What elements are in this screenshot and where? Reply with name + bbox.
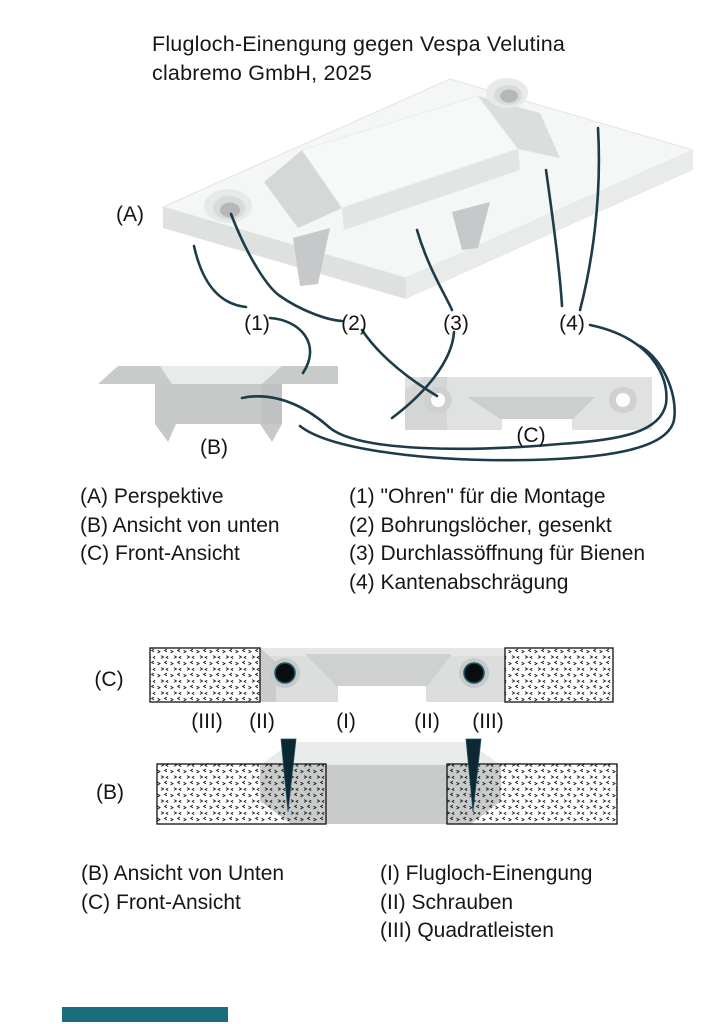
- callout-4: (4): [559, 312, 585, 335]
- label-front-view: (C): [516, 424, 545, 447]
- center-block-front-face: [342, 149, 520, 230]
- bottom-view-side-shade: [262, 384, 282, 424]
- section-b-top-band: [260, 742, 501, 765]
- title-line-1: Flugloch-Einengung gegen Vespa Velutina: [152, 32, 566, 56]
- leader-edge-to-4: [578, 126, 601, 312]
- legend-item-front-view: (C) Front-Ansicht: [80, 542, 240, 565]
- bottom-view-body: [155, 384, 282, 442]
- bottom-view-recess: [160, 366, 282, 384]
- section-c-top-band: [260, 648, 505, 656]
- part-label-III-right: (III): [472, 710, 504, 733]
- legend-item-entrance-reducer: (I) Flugloch-Einengung: [380, 862, 593, 885]
- section-c-batten-left: [149, 647, 261, 703]
- section-c-screw-left: [274, 662, 296, 684]
- legend-item-front-view-2: (C) Front-Ansicht: [81, 890, 241, 914]
- callout-3: (3): [443, 312, 469, 335]
- left-bore-hole: [220, 202, 240, 218]
- part-label-I: (I): [336, 710, 356, 733]
- section-b-batten-left: [156, 763, 327, 825]
- label-perspective-view: (A): [116, 203, 144, 226]
- bottom-view-figure: [98, 366, 338, 442]
- section-c-bee-notch: [338, 686, 426, 702]
- section-c-screw-right: [463, 662, 485, 684]
- legend-item-perspective: (A) Perspektive: [80, 485, 224, 508]
- footer-bar: [62, 1007, 228, 1022]
- section-bottom-view: [156, 738, 618, 825]
- section-c-left-chamfer: [260, 648, 276, 702]
- section-c-batten-right: [504, 647, 614, 703]
- front-view-figure: [405, 377, 652, 430]
- legend-item-square-battens: (III) Quadratleisten: [380, 919, 554, 942]
- legend-item-edge-chamfer: (4) Kantenabschrägung: [349, 570, 569, 594]
- center-block-left-chamfer: [264, 150, 342, 228]
- leader-hole-to-2: [229, 212, 344, 323]
- label-bottom-view: (B): [200, 436, 228, 459]
- legend-top-views: (A) Perspektive (B) Ansicht von unten (C…: [80, 483, 280, 569]
- plate-front-left-edge: [163, 207, 406, 299]
- part-label-II-right: (II): [414, 710, 440, 733]
- leader-ear-to-1: [192, 244, 248, 309]
- callout-2: (2): [341, 312, 367, 335]
- front-view-bee-notch: [502, 419, 572, 430]
- legend-bottom-views: (B) Ansicht von Unten (C) Front-Ansicht: [81, 860, 284, 917]
- legend-item-bee-opening: (3) Durchlassöffnung für Bienen: [349, 542, 646, 565]
- leader-chamfer-to-4: [544, 168, 564, 308]
- section-b-screw-right: [465, 738, 482, 813]
- section-front-view: [149, 647, 614, 703]
- legend-item-ears: (1) "Ohren" für die Montage: [349, 485, 606, 508]
- section-c-center-recess: [305, 654, 452, 688]
- legend-item-bottom-view: (B) Ansicht von unten: [80, 513, 280, 537]
- legend-item-drill-holes: (2) Bohrungslöcher, gesenkt: [349, 513, 612, 537]
- leader-1-to-bottom-view: [268, 316, 312, 375]
- section-b-screw-left: [280, 738, 297, 813]
- leader-lines: [192, 126, 676, 462]
- figure-bottom-labels: (C) (B) (III) (II) (I) (II) (III): [94, 668, 503, 804]
- part-label-III-left: (III): [191, 710, 223, 733]
- section-b-label: (B): [96, 781, 124, 804]
- front-view-hole-right: [616, 393, 630, 407]
- legend-bottom-parts: (I) Flugloch-Einengung (II) Schrauben (I…: [380, 860, 592, 946]
- leader-lower-loop: [298, 344, 676, 462]
- perspective-view-figure: [161, 78, 695, 299]
- front-view-hole-left: [431, 393, 445, 407]
- legend-item-bottom-view-2: (B) Ansicht von Unten: [81, 862, 285, 885]
- section-c-label: (C): [94, 668, 123, 691]
- leader-opening-to-3: [415, 228, 454, 312]
- leader-4-loop-to-bottom-view: [240, 323, 668, 451]
- left-foot-wedge: [293, 228, 330, 286]
- legend-item-screws: (II) Schrauben: [380, 890, 514, 914]
- front-view-center-recess: [467, 397, 595, 420]
- plate-front-right-edge: [406, 150, 693, 299]
- center-block-right-chamfer: [478, 96, 560, 158]
- leader-3-to-front-view-notch: [390, 330, 456, 420]
- figure-top-labels: (A) (1) (2) (3) (4) (B) (C): [116, 203, 585, 459]
- callout-1: (1): [244, 312, 270, 335]
- title-line-2: clabremo GmbH, 2025: [152, 61, 373, 85]
- part-label-II-left: (II): [249, 710, 275, 733]
- right-bore-hole: [500, 89, 518, 103]
- drawing-title: Flugloch-Einengung gegen Vespa Velutina …: [152, 30, 565, 88]
- leader-2-to-front-view-hole: [360, 328, 439, 398]
- right-foot-wedge: [452, 202, 490, 250]
- legend-top-features: (1) "Ohren" für die Montage (2) Bohrungs…: [349, 483, 645, 597]
